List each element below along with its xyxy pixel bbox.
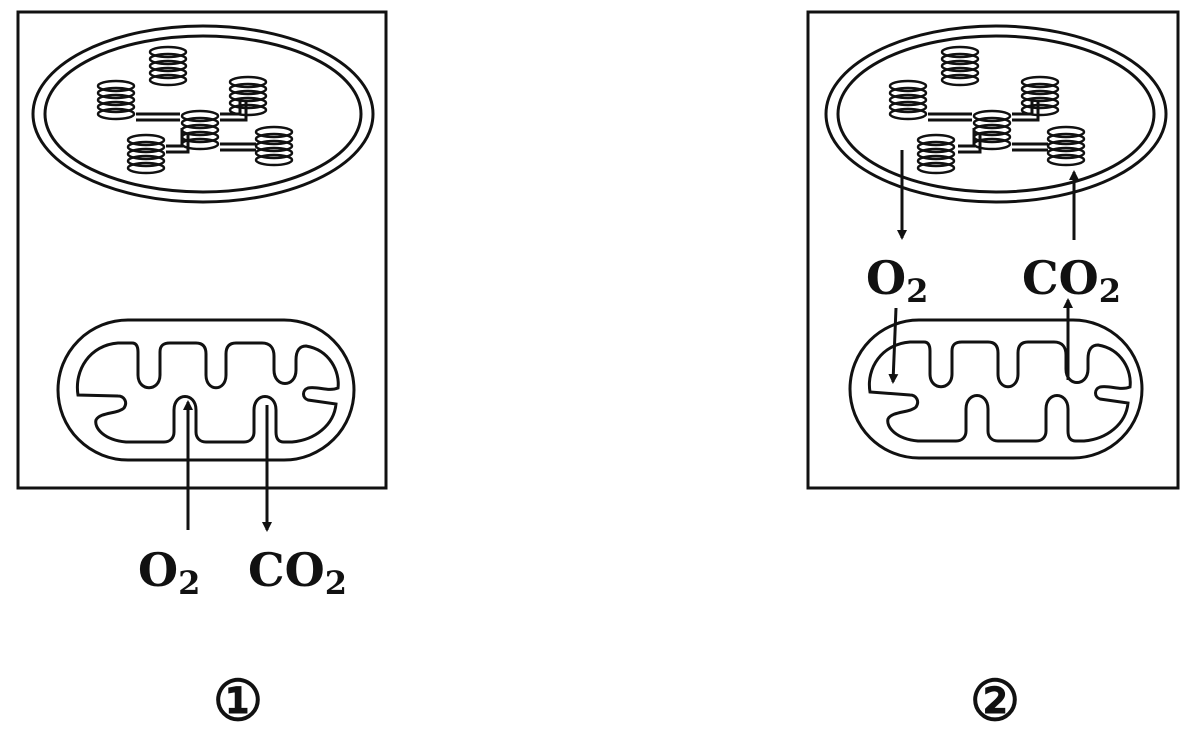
panel-2: O2 CO2 ② — [808, 12, 1178, 734]
co2-label: CO2 — [1022, 251, 1121, 310]
chloroplast — [826, 26, 1166, 202]
mitochondrion — [58, 320, 354, 460]
co2-label: CO2 — [248, 543, 347, 602]
panel-number: ② — [970, 668, 1020, 734]
o2-in-arrow — [893, 308, 896, 382]
o2-label: O2 — [138, 543, 200, 602]
o2-label: O2 — [866, 251, 928, 310]
panel-number: ① — [213, 668, 263, 734]
panel-1: O2 CO2 ① — [18, 12, 386, 734]
cell-outline — [18, 12, 386, 488]
chloroplast — [33, 26, 373, 202]
